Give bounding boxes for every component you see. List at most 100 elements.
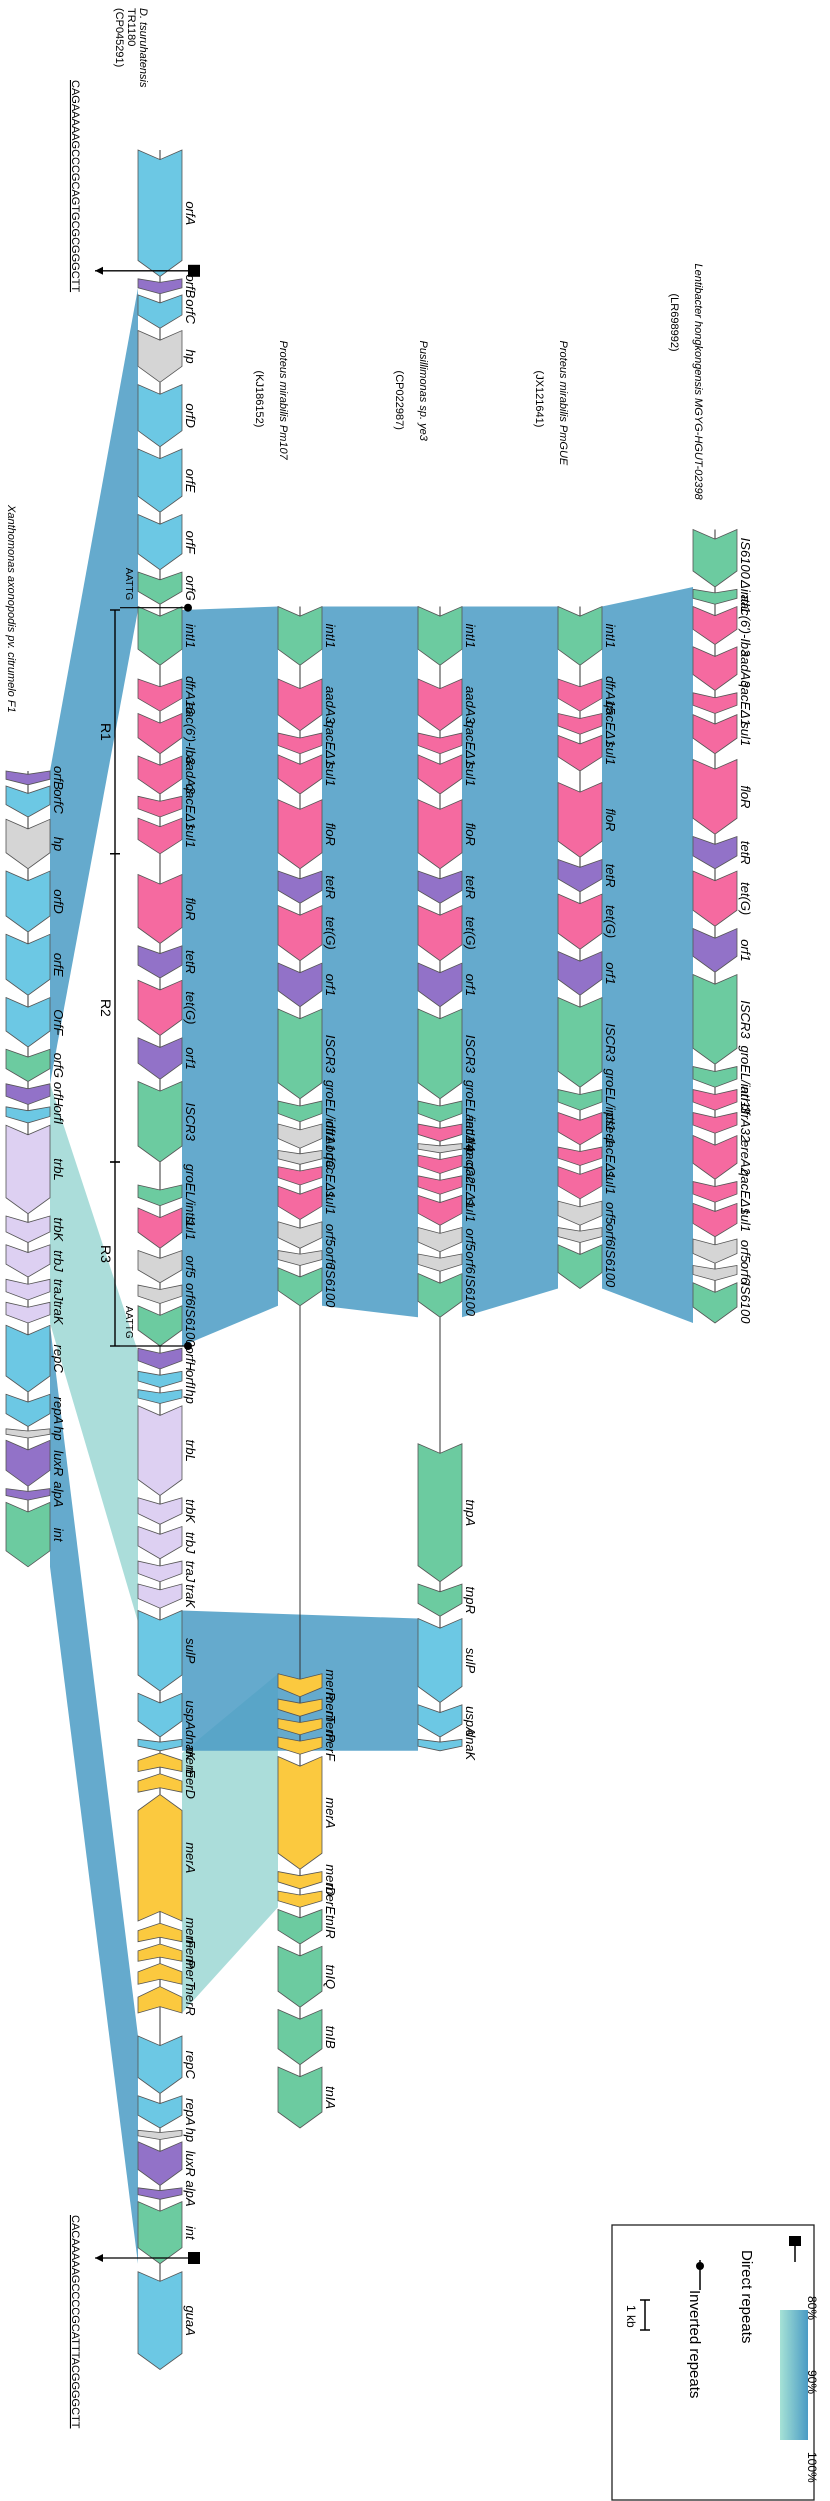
- gene-qacEΔ1: [277, 732, 323, 755]
- gene-label: orfD: [51, 889, 66, 914]
- gene-label: orf6: [323, 1247, 338, 1270]
- gene-trbJ: [5, 1244, 51, 1278]
- gene-label: merR: [323, 1669, 338, 1701]
- inverted-repeat-symbol: [696, 2260, 704, 2290]
- gene-IS6100: [417, 1272, 463, 1318]
- gene-repC: [137, 2035, 183, 2094]
- gene-label: groEL/intI1: [323, 1080, 338, 1143]
- gene-orf6: [417, 1253, 463, 1272]
- gene-IS6100: [557, 1244, 603, 1289]
- gene-sul1: [277, 1185, 323, 1220]
- gene-label: sul1: [463, 1198, 478, 1222]
- gene-label: repC: [183, 2051, 198, 2080]
- gene-tnIQ: [277, 1945, 323, 2008]
- gene-label: orfH: [183, 1346, 198, 1371]
- gene-aac(6')-Ib3: [137, 712, 183, 755]
- gene-qacEΔ1: [692, 1181, 738, 1203]
- gene-label: orfE: [51, 953, 66, 977]
- similarity-link: [322, 606, 418, 1318]
- gene-label: dfrA15: [603, 676, 618, 715]
- gene-label: tet(G): [323, 917, 338, 950]
- gene-merE: [137, 1752, 183, 1772]
- gene-label: merT: [323, 1693, 338, 1724]
- gene-label: orfH: [51, 1082, 66, 1107]
- track-accession: (KJ186152): [253, 371, 265, 428]
- gene-label: aadA3: [463, 686, 478, 724]
- gene-orfC: [277, 1150, 323, 1165]
- gene-IS6100: [137, 1305, 183, 1347]
- gene-orfE: [5, 933, 51, 996]
- legend-inverted-label: Inverted repeats: [686, 2290, 703, 2398]
- gene-orf5: [137, 1249, 183, 1284]
- gene-label: IS6100: [738, 538, 753, 580]
- gene-label: hp: [183, 2128, 198, 2142]
- gene-sul1: [417, 754, 463, 795]
- gene-dfrA1: [277, 1123, 323, 1149]
- gene-qacEΔ1: [417, 1175, 463, 1195]
- gene-label: orfC: [51, 789, 66, 814]
- gene-floR: [557, 781, 603, 858]
- gene-hp: [5, 1428, 51, 1439]
- gene-IS6100: [692, 528, 738, 588]
- gene-groEL/intI1: [557, 1089, 603, 1111]
- gene-label: aadA3: [323, 686, 338, 724]
- gene-tetR: [137, 945, 183, 979]
- gene-tet(G): [557, 893, 603, 950]
- gene-label: tetR: [463, 875, 478, 899]
- gene-orfD: [5, 870, 51, 933]
- scale-bar: [640, 2299, 650, 2331]
- gene-label: qacEΔ1: [463, 1162, 478, 1208]
- gene-label: orfI: [183, 1370, 198, 1389]
- gene-label: luxR: [183, 2151, 198, 2177]
- gene-tet(G): [277, 904, 323, 962]
- gene-label: int: [51, 1528, 66, 1543]
- gene-label: hp: [463, 1141, 478, 1155]
- gene-qacEΔ1: [692, 692, 738, 714]
- gene-orf1: [417, 962, 463, 1008]
- gene-label: OrfF: [51, 1009, 66, 1036]
- gene-sul1: [692, 1202, 738, 1238]
- gene-tnIR: [277, 1908, 323, 1945]
- gene-dfrA15: [557, 678, 603, 712]
- gene-label: orf6: [603, 1224, 618, 1247]
- gene-label: IS6100: [323, 1266, 338, 1308]
- gene-orf5: [557, 1200, 603, 1226]
- gene-merA: [137, 1794, 183, 1922]
- gene-label: aacG2: [463, 1145, 478, 1184]
- gene-sul1: [417, 1194, 463, 1226]
- gene-label: sul1: [738, 1208, 753, 1232]
- gene-label: traJ: [51, 1279, 66, 1301]
- gene-label: merR: [183, 1984, 198, 2016]
- gene-dnaK: [417, 1738, 463, 1752]
- gene-label: tetR: [738, 841, 753, 865]
- gene-label: orfF: [183, 531, 198, 555]
- gene-label: sul1: [323, 1191, 338, 1215]
- track-accession: (LR698992): [668, 294, 680, 352]
- track-subtitle: TR1180: [125, 8, 137, 46]
- gene-orfI: [5, 1106, 51, 1124]
- gene-ISCR3: [277, 1008, 323, 1100]
- gene-label: tnIA: [323, 2086, 338, 2109]
- gene-tet(G): [137, 979, 183, 1036]
- gene-label: traK: [183, 1584, 198, 1609]
- gene-label: tnpA: [463, 1499, 478, 1526]
- gene-label: orfA: [183, 201, 198, 225]
- gene-qacEΔ1: [277, 1166, 323, 1186]
- gene-orf5: [692, 1238, 738, 1264]
- track-accession: (CP045291): [113, 8, 125, 67]
- gene-label: floR: [183, 897, 198, 920]
- gene-orf1: [277, 962, 323, 1008]
- gene-repC: [5, 1324, 51, 1393]
- gene-orf6: [137, 1284, 183, 1304]
- gene-merP: [137, 1943, 183, 1962]
- gene-label: uspA: [463, 1706, 478, 1736]
- gene-tnpR: [417, 1583, 463, 1617]
- gene-hp: [137, 2129, 183, 2140]
- gene-label: tetR: [183, 950, 198, 974]
- gene-label: dfrA1: [323, 1121, 338, 1152]
- gene-label: orfC: [183, 299, 198, 324]
- gene-label: alpA: [51, 1481, 66, 1507]
- gene-label: tet(G): [183, 991, 198, 1024]
- gene-label: merA: [323, 1797, 338, 1828]
- gene-label: aac(6')-Ib3: [183, 703, 198, 766]
